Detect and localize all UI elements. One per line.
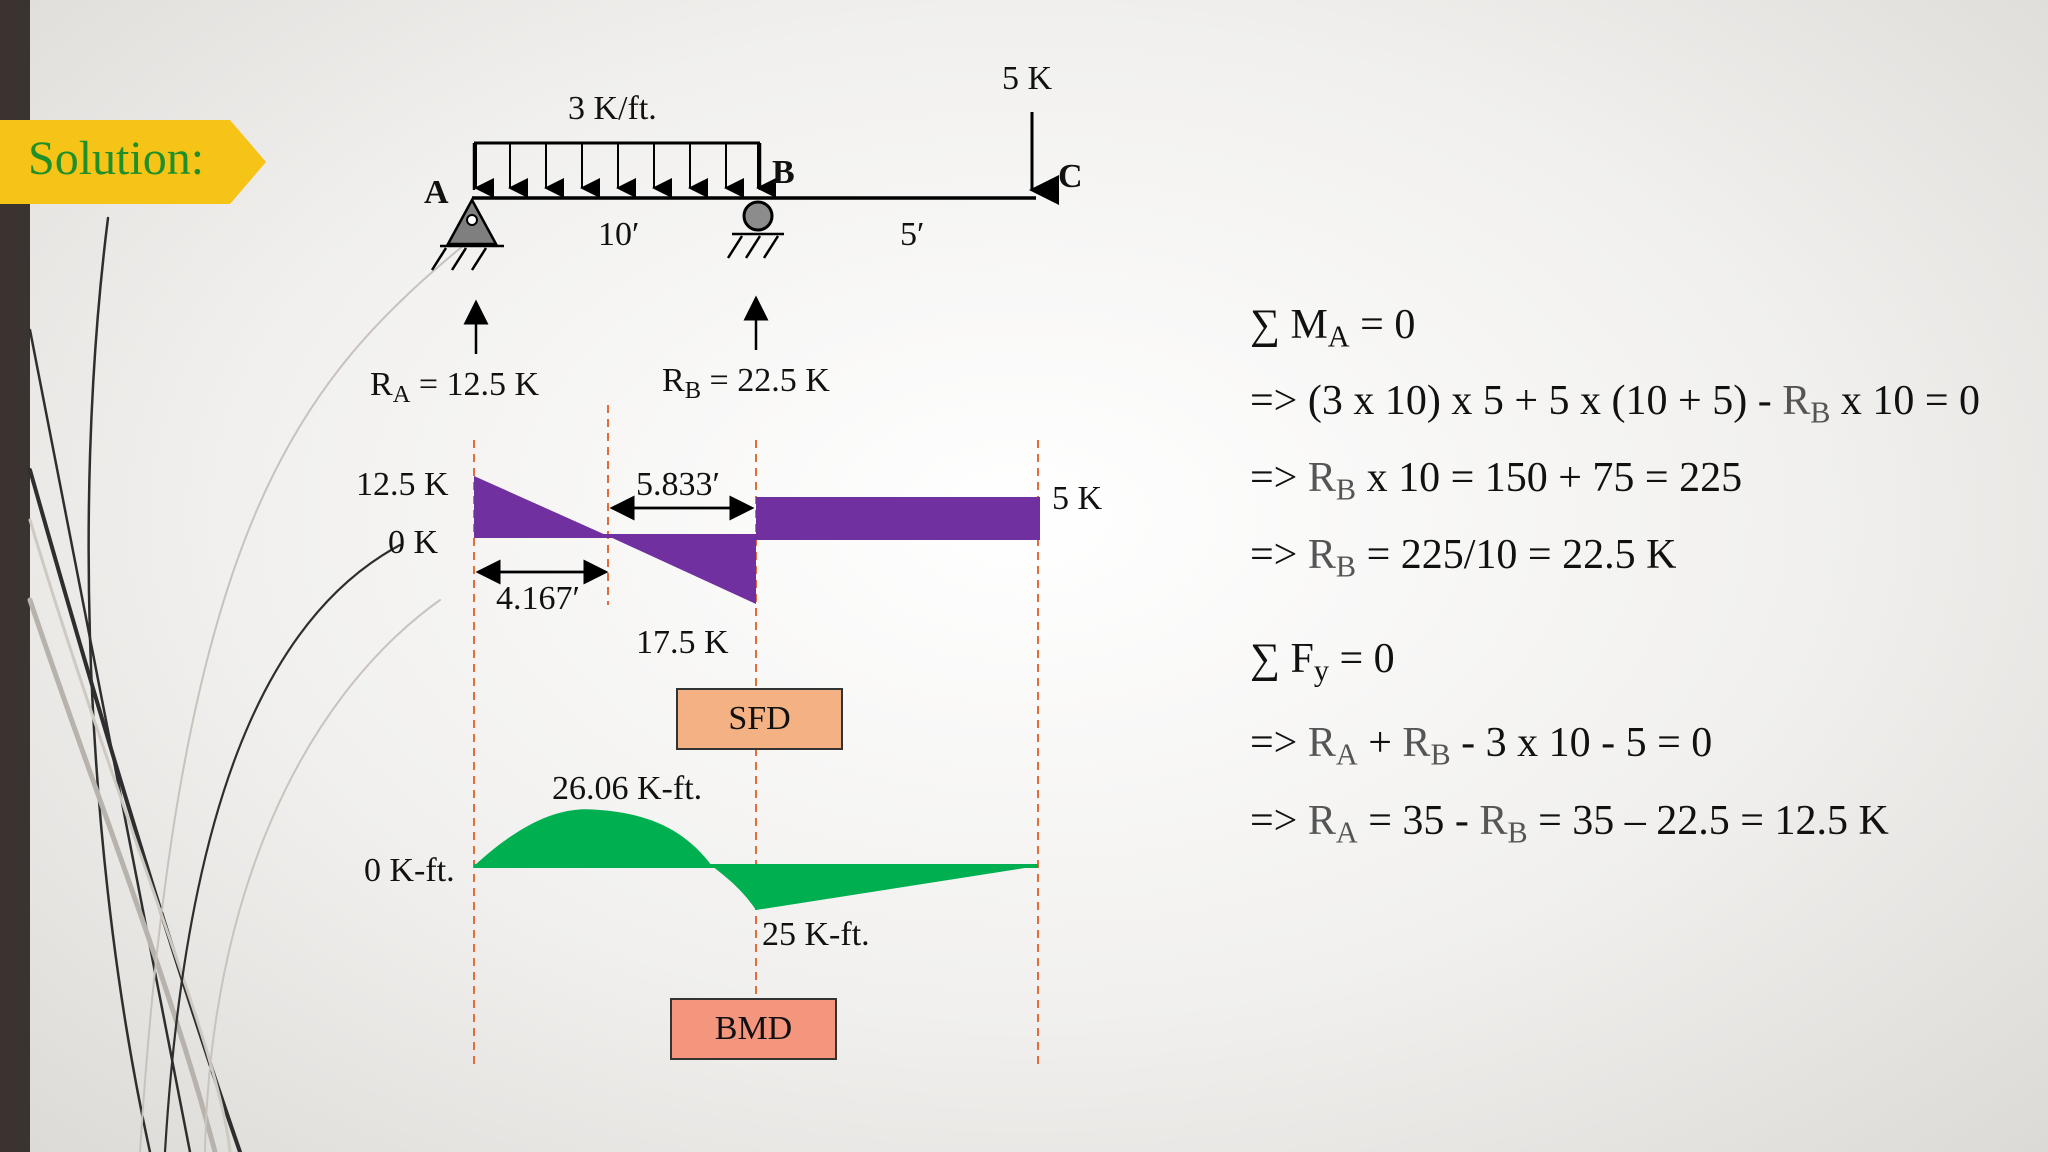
equation-line-5: => RA = 35 - RB = 35 – 22.5 = 12.5 K xyxy=(1250,798,1889,850)
equation-line-2: => RB x 10 = 150 + 75 = 225 xyxy=(1250,455,1743,507)
sfd-bc-region xyxy=(756,497,1040,540)
sfd-min-value: 17.5 K xyxy=(636,624,729,661)
distributed-load-label: 3 K/ft. xyxy=(568,90,657,127)
span-ab-label: 10′ xyxy=(598,216,640,253)
solution-heading: Solution: xyxy=(28,132,205,185)
point-c-label: C xyxy=(1058,158,1083,195)
span-bc-label: 5′ xyxy=(900,216,925,253)
equation-line-3: => RB = 225/10 = 22.5 K xyxy=(1250,532,1677,584)
distributed-load xyxy=(472,141,776,198)
sfd-dist-left: 4.167′ xyxy=(496,580,580,617)
sfd-dist-right: 5.833′ xyxy=(636,466,720,503)
point-a-label: A xyxy=(424,174,449,211)
sfd-diagram xyxy=(474,476,1040,604)
sfd-left-value: 12.5 K xyxy=(356,466,449,503)
sfd-negative-region xyxy=(608,536,756,604)
sfd-label-box: SFD xyxy=(676,688,843,750)
sfd-dimension-arrows xyxy=(475,495,755,585)
bmd-max-value: 26.06 K-ft. xyxy=(552,770,703,807)
bmd-label-box: BMD xyxy=(670,998,837,1060)
equation-sum-moments: ∑ MA = 0 xyxy=(1250,302,1416,354)
point-load-label: 5 K xyxy=(1002,60,1053,97)
sfd-positive-region xyxy=(474,476,608,536)
decorative-curves xyxy=(27,216,471,1152)
equation-line-1: => (3 x 10) x 5 + 5 x (10 + 5) - RB x 10… xyxy=(1250,378,1981,430)
reaction-a-label: RA = 12.5 K xyxy=(370,366,540,408)
sfd-zero-label: 0 K xyxy=(388,524,439,561)
bmd-min-value: 25 K-ft. xyxy=(762,916,870,953)
bmd-zero-label: 0 K-ft. xyxy=(364,852,455,889)
bmd-positive-region xyxy=(474,809,712,866)
equation-sum-forces: ∑ Fy = 0 xyxy=(1250,636,1395,688)
roller-support-b xyxy=(726,200,784,259)
reaction-b-label: RB = 22.5 K xyxy=(662,362,830,404)
bmd-negative-region xyxy=(712,866,1038,910)
equation-line-4: => RA + RB - 3 x 10 - 5 = 0 xyxy=(1250,720,1713,772)
point-b-label: B xyxy=(772,154,795,191)
sfd-right-value: 5 K xyxy=(1052,480,1103,517)
bmd-diagram xyxy=(474,809,1038,910)
pin-support-a xyxy=(430,197,504,271)
solution-banner xyxy=(0,120,266,204)
